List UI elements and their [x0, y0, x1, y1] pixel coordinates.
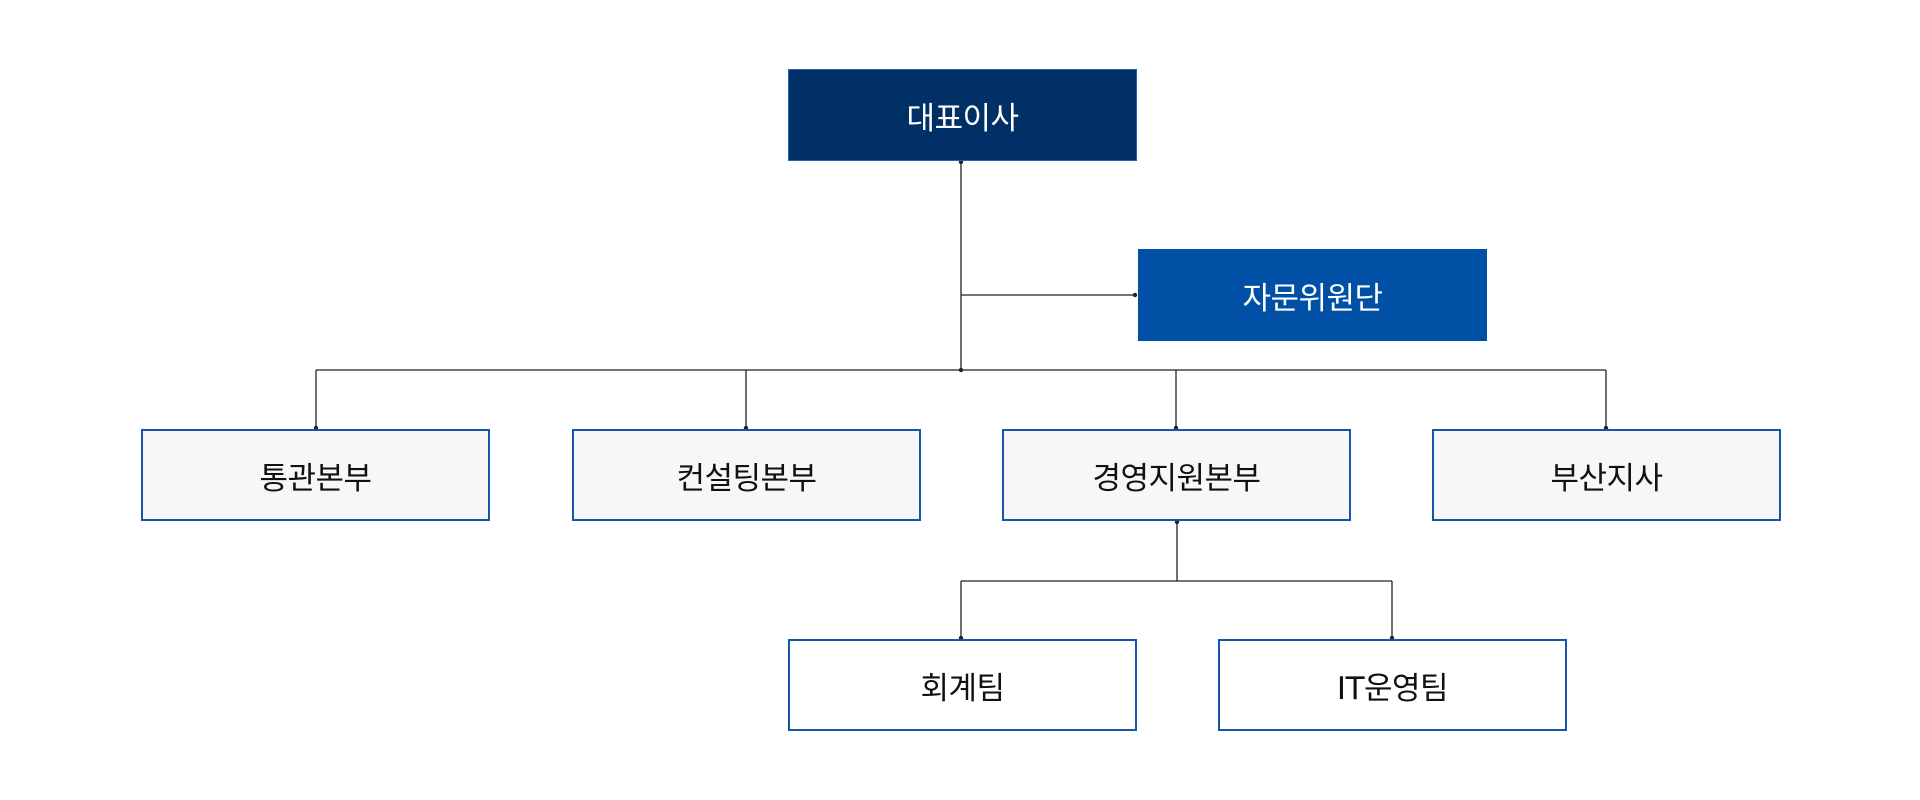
division-customs-label: 통관본부	[259, 460, 372, 497]
division-management-support-box: 경영지원본부	[1002, 429, 1351, 521]
advisory-board-label: 자문위원단	[1242, 280, 1383, 317]
ceo-label: 대표이사	[906, 100, 1019, 137]
division-consulting-label: 컨설팅본부	[676, 460, 817, 497]
advisory-board-box: 자문위원단	[1138, 249, 1487, 341]
division-busan-branch-label: 부산지사	[1550, 460, 1663, 497]
team-it-operations-label: IT운영팀	[1336, 670, 1449, 707]
ceo-box: 대표이사	[788, 69, 1137, 161]
team-accounting-box: 회계팀	[788, 639, 1137, 731]
division-management-support-label: 경영지원본부	[1092, 460, 1261, 497]
team-it-operations-box: IT운영팀	[1218, 639, 1567, 731]
team-accounting-label: 회계팀	[920, 670, 1005, 707]
division-customs-box: 통관본부	[141, 429, 490, 521]
division-consulting-box: 컨설팅본부	[572, 429, 921, 521]
division-busan-branch-box: 부산지사	[1432, 429, 1781, 521]
